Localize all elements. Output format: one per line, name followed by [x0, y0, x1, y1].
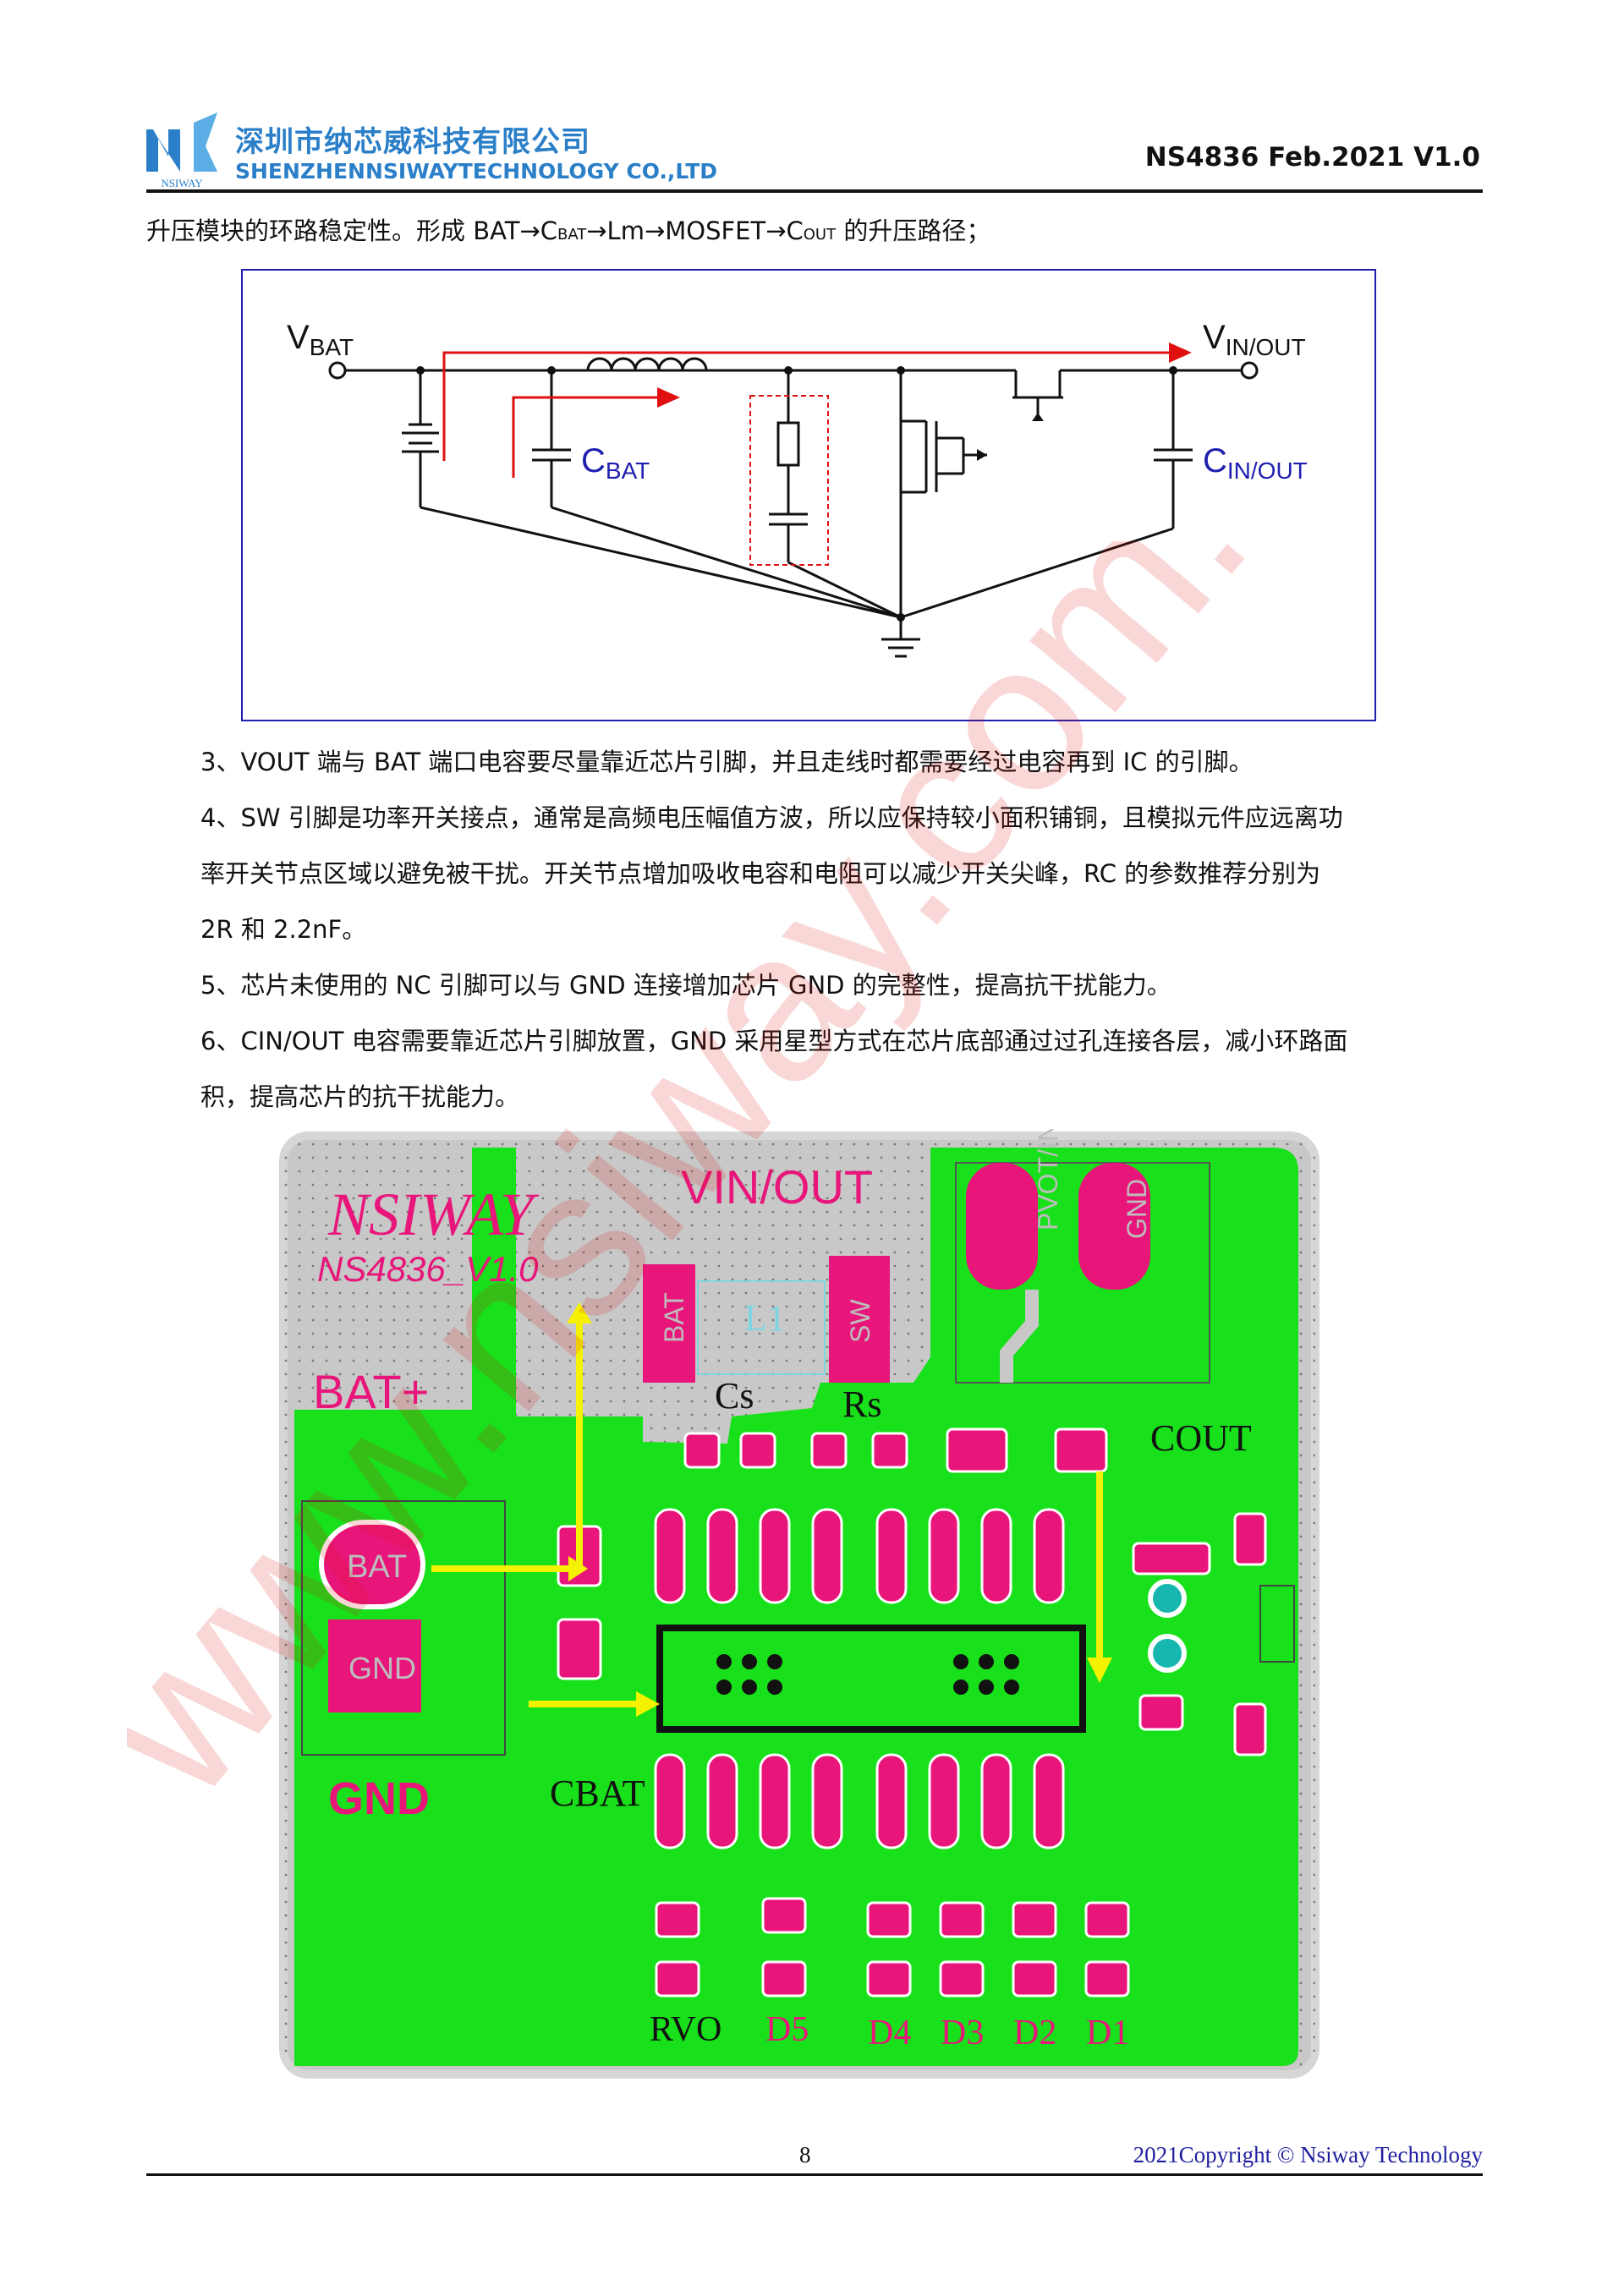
vinout-label: VIN/OUT [1203, 319, 1306, 360]
item-6-line-2: 积，提高芯片的抗干扰能力。 [200, 1082, 520, 1111]
pcb-rs: Rs [842, 1384, 881, 1425]
intro-line: 升压模块的环路稳定性。形成 BAT→CBAT→Lm→MOSFET→COUT 的升… [146, 216, 991, 245]
logo-text: NSIWAY [161, 177, 203, 189]
cinout-label: CIN/OUT [1203, 442, 1308, 484]
item-4-line-1: 4、SW 引脚是功率开关接点，通常是高频电压幅值方波，所以应保持较小面积铺铜，且… [200, 803, 1343, 832]
pcb-pad-sw: SW [845, 1299, 875, 1343]
pcb-pvotin: PVOT/IN [1033, 1129, 1063, 1230]
item-4-line-2: 率开关节点区域以避免被干扰。开关节点增加吸收电容和电阻可以减少开关尖峰，RC 的… [200, 859, 1321, 888]
pcb-cbat: CBAT [550, 1773, 645, 1814]
pcb-connector-gnd: GND [348, 1651, 416, 1685]
pcb-d4: D4 [868, 2014, 911, 2052]
page-number: 8 [799, 2142, 811, 2167]
pcb-pad-bat: BAT [659, 1292, 689, 1343]
item-6-line-1: 6、CIN/OUT 电容需要靠近芯片引脚放置，GND 采用星型方式在芯片底部通过… [200, 1027, 1348, 1055]
footer-divider [146, 2173, 1483, 2176]
copyright: 2021Copyright © Nsiway Technology [1133, 2142, 1483, 2167]
pcb-gnd-big: GND [328, 1773, 430, 1824]
document-id: NS4836 Feb.2021 V1.0 [1144, 142, 1480, 173]
pcb-d2: D2 [1013, 2014, 1056, 2052]
pcb-bat-plus: BAT+ [313, 1365, 429, 1418]
pcb-brand: NSIWAY [327, 1181, 540, 1248]
pcb-version: NS4836_V1.0 [317, 1249, 539, 1289]
header-divider [146, 189, 1483, 193]
vbat-label: VBAT [287, 319, 354, 360]
pcb-layout-figure: NSIWAY NS4836_V1.0 VIN/OUT BAT+ GND BAT … [271, 1122, 1324, 2085]
pcb-cout: COUT [1150, 1417, 1252, 1459]
pcb-d5: D5 [765, 2010, 809, 2049]
item-4-line-3: 2R 和 2.2nF。 [200, 915, 367, 944]
company-name-en: SHENZHENNSIWAYTECHNOLOGY CO.,LTD [235, 159, 718, 184]
item-3: 3、VOUT 端与 BAT 端口电容要尽量靠近芯片引脚，并且走线时都需要经过电容… [200, 748, 1254, 776]
pcb-rvo: RVO [650, 2010, 721, 2049]
pcb-vinout: VIN/OUT [681, 1160, 873, 1214]
cbat-label: CBAT [581, 442, 650, 484]
pcb-d1: D1 [1086, 2014, 1129, 2052]
item-5: 5、芯片未使用的 NC 引脚可以与 GND 连接增加芯片 GND 的完整性，提高… [200, 971, 1171, 1000]
boost-circuit-diagram: VBAT VIN/OUT CBAT CIN/OUT [241, 269, 1376, 721]
pcb-d3: D3 [941, 2014, 984, 2052]
pcb-cs: Cs [715, 1375, 754, 1417]
pcb-gnd-top: GND [1122, 1179, 1152, 1239]
pcb-connector-bat: BAT [347, 1549, 407, 1585]
company-name-cn: 深圳市纳芯威科技有限公司 [235, 125, 590, 159]
pcb-inductor: L1 [744, 1297, 786, 1339]
company-logo: NSIWAY [146, 112, 218, 190]
